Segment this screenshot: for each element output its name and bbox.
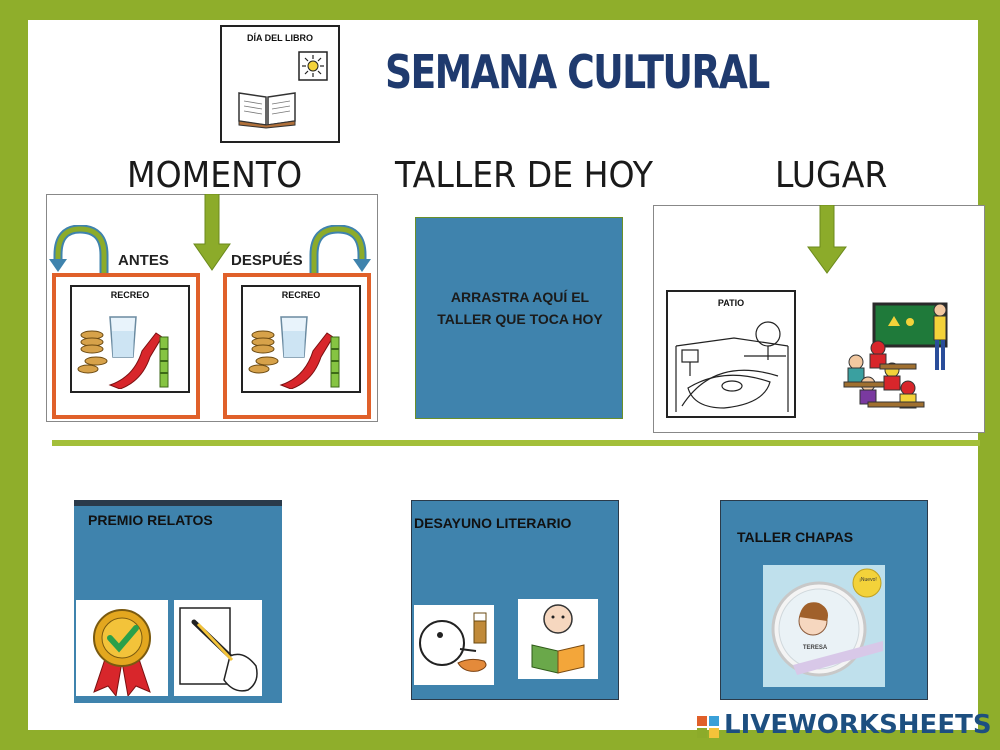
patio-card[interactable]: PATIO — [666, 290, 796, 418]
curved-arrow-left-icon — [49, 225, 109, 273]
page-title: SEMANA CULTURAL — [385, 45, 770, 99]
drop-zone-text: ARRASTRA AQUÍ EL TALLER QUE TOCA HOY — [437, 289, 603, 327]
column-header-taller: TALLER DE HOY — [395, 155, 654, 196]
badge-tag: ¡Nuevo! — [859, 577, 877, 583]
down-arrow-lugar-icon — [807, 205, 847, 274]
taller-card-chapas[interactable]: TALLER CHAPAS ¡Nuevo! TERESA — [720, 500, 928, 700]
column-header-lugar: LUGAR — [775, 155, 888, 196]
recreo-inner-despues: RECREO — [241, 285, 361, 393]
section-divider — [52, 440, 980, 446]
liveworksheets-logo-icon — [697, 716, 719, 738]
badge-pin-icon — [771, 568, 883, 677]
recreo-label-despues: RECREO — [281, 290, 321, 300]
down-arrow-momento-icon — [193, 194, 231, 271]
taller-label-desayuno-literario: DESAYUNO LITERARIO — [414, 515, 572, 531]
taller-label-premio-relatos: PREMIO RELATOS — [88, 512, 213, 528]
recreo-pictogram-icon — [248, 316, 340, 389]
open-book-icon — [238, 92, 296, 129]
recreo-inner-antes: RECREO — [70, 285, 190, 393]
taller-card-desayuno-literario[interactable]: DESAYUNO LITERARIO — [411, 500, 619, 700]
badge-photo: ¡Nuevo! TERESA — [763, 565, 885, 687]
drop-zone[interactable]: ARRASTRA AQUÍ EL TALLER QUE TOCA HOY — [415, 217, 623, 419]
reading-child-icon — [518, 599, 598, 679]
writing-hand-icon — [174, 600, 262, 696]
column-header-momento: MOMENTO — [127, 155, 303, 196]
recreo-card-despues: RECREO — [223, 273, 371, 419]
patio-drawing-icon — [675, 321, 789, 412]
medal-icon — [76, 600, 168, 698]
badge-name: TERESA — [802, 645, 828, 651]
patio-label: PATIO — [717, 298, 745, 308]
dia-del-libro-label: DÍA DEL LIBRO — [246, 33, 313, 43]
curved-arrow-right-icon — [309, 225, 371, 273]
taller-label-chapas: TALLER CHAPAS — [737, 529, 854, 545]
taller-card-premio-relatos[interactable]: PREMIO RELATOS — [74, 500, 282, 703]
recreo-pictogram-icon — [77, 316, 169, 389]
sun-icon — [298, 51, 328, 81]
recreo-label-antes: RECREO — [110, 290, 150, 300]
despues-label: DESPUÉS — [231, 252, 303, 269]
recreo-card-antes: RECREO — [52, 273, 200, 419]
classroom-icon[interactable] — [838, 298, 958, 418]
eating-icon — [414, 605, 494, 685]
dia-del-libro-card: DÍA DEL LIBRO — [220, 25, 340, 143]
liveworksheets-brand: LIVEWORKSHEETS — [724, 710, 992, 740]
antes-label: ANTES — [118, 252, 169, 269]
